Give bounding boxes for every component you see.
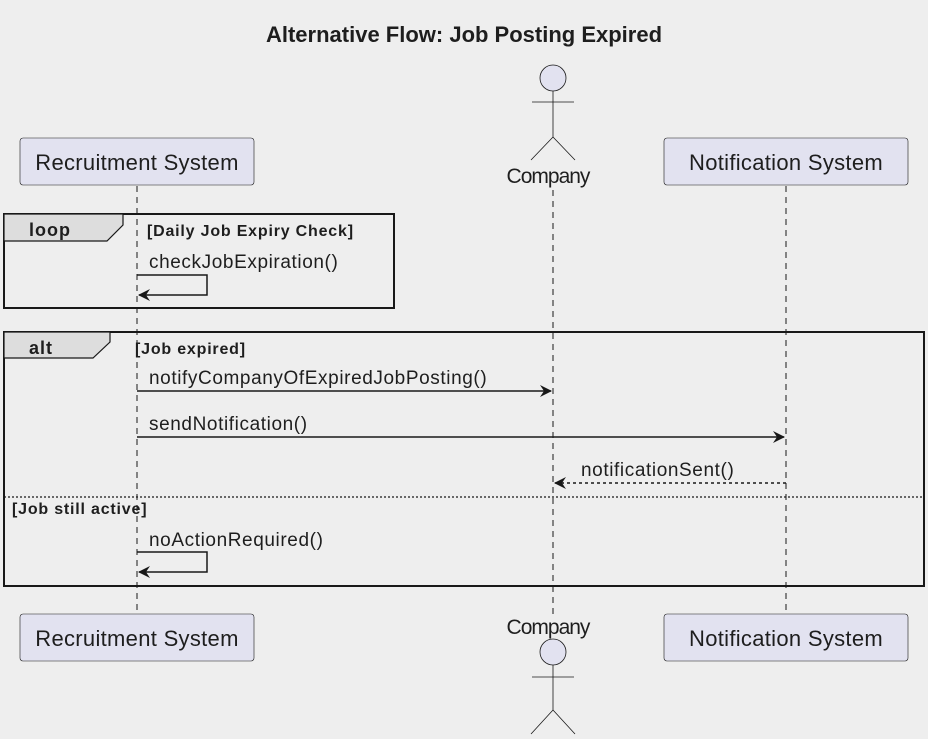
alt-else-condition: [Job still active] bbox=[12, 501, 147, 518]
message-label: notificationSent() bbox=[581, 460, 734, 481]
message-notify-company: notifyCompanyOfExpiredJobPosting() bbox=[137, 368, 552, 397]
message-label: sendNotification() bbox=[149, 414, 308, 435]
participant-notification-system-top: Notification System bbox=[663, 137, 909, 186]
participant-label: Recruitment System bbox=[35, 150, 238, 175]
participant-recruitment-system-top: Recruitment System bbox=[19, 137, 255, 186]
loop-fragment: loop [Daily Job Expiry Check] bbox=[3, 213, 395, 309]
alt-tag: alt bbox=[29, 338, 53, 358]
participant-label: Notification System bbox=[689, 150, 883, 175]
message-notification-sent: notificationSent() bbox=[554, 460, 786, 489]
actor-label: Company bbox=[507, 616, 591, 639]
actor-label: Company bbox=[507, 165, 591, 188]
loop-tag: loop bbox=[29, 220, 71, 240]
participant-notification-system-bottom: Notification System bbox=[663, 613, 909, 662]
message-no-action-required: noActionRequired() bbox=[137, 530, 324, 578]
participant-label: Notification System bbox=[689, 626, 883, 651]
message-send-notification: sendNotification() bbox=[137, 414, 785, 443]
loop-condition: [Daily Job Expiry Check] bbox=[147, 223, 354, 240]
message-label: noActionRequired() bbox=[149, 530, 324, 551]
actor-company-bottom: Company bbox=[507, 616, 592, 735]
message-check-job-expiration: checkJobExpiration() bbox=[137, 252, 338, 301]
actor-company-top: Company bbox=[507, 64, 592, 188]
participant-recruitment-system-bottom: Recruitment System bbox=[19, 613, 255, 662]
message-label: notifyCompanyOfExpiredJobPosting() bbox=[149, 368, 487, 389]
alt-fragment: alt [Job expired] [Job still active] bbox=[3, 331, 925, 587]
diagram-title: Alternative Flow: Job Posting Expired bbox=[266, 22, 662, 47]
message-label: checkJobExpiration() bbox=[149, 252, 338, 273]
alt-condition: [Job expired] bbox=[135, 341, 246, 358]
participant-label: Recruitment System bbox=[35, 626, 238, 651]
